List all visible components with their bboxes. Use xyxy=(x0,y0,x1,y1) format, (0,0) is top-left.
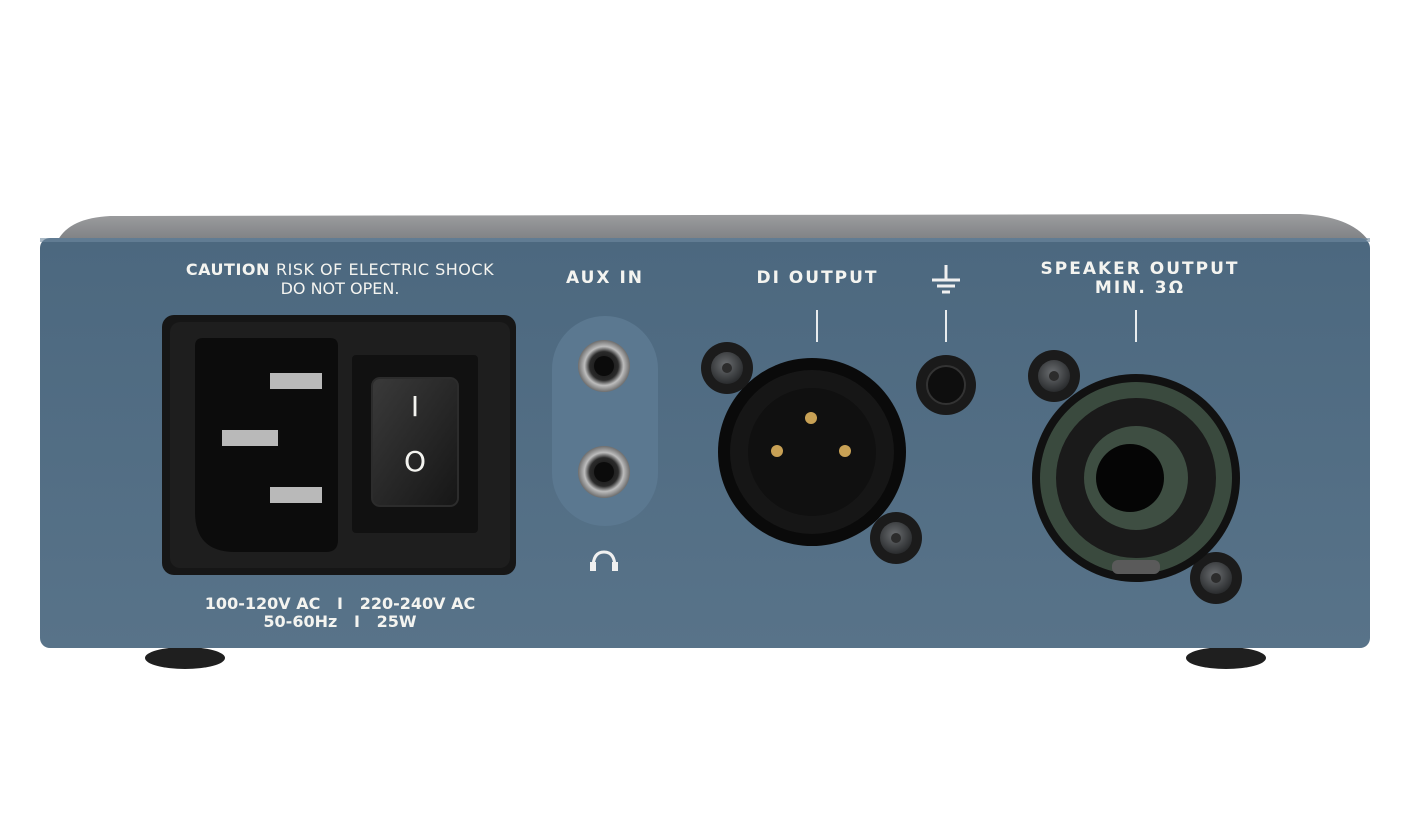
di-output-label: DI OUTPUT xyxy=(756,268,879,288)
aux-in-jack[interactable] xyxy=(578,340,630,392)
screw-speaker-top-icon xyxy=(1028,350,1080,402)
xlr-pin-2 xyxy=(771,445,783,457)
di-output-xlr[interactable] xyxy=(718,358,906,546)
caution-line-2: DO NOT OPEN. xyxy=(280,279,400,298)
power-rating-line-2: 50-60Hz I 25W xyxy=(263,612,417,631)
power-switch[interactable] xyxy=(371,377,459,507)
iec-pin-ground xyxy=(222,430,278,446)
iec-pin-top xyxy=(270,373,322,389)
di-output-tick xyxy=(816,310,818,342)
right-foot xyxy=(1186,647,1266,669)
ground-lift-button[interactable] xyxy=(916,355,976,415)
xlr-pin-3 xyxy=(839,445,851,457)
caution-label: CAUTION RISK OF ELECTRIC SHOCK xyxy=(150,262,530,278)
speaker-output-speakon[interactable] xyxy=(1032,374,1240,582)
switch-off-mark: O xyxy=(403,445,427,478)
aux-in-label: AUX IN xyxy=(565,268,645,288)
ground-tick xyxy=(945,310,947,342)
caution-word: CAUTION xyxy=(185,260,270,279)
speaker-output-tick xyxy=(1135,310,1137,342)
screw-xlr-top-icon xyxy=(701,342,753,394)
screw-xlr-bottom-icon xyxy=(870,512,922,564)
screw-speaker-bottom-icon xyxy=(1190,552,1242,604)
headphone-jack[interactable] xyxy=(578,446,630,498)
power-inlet-module xyxy=(162,315,516,575)
speaker-min-impedance: MIN. 3Ω xyxy=(1094,278,1186,298)
switch-on-mark: I xyxy=(410,390,420,423)
headphone-icon xyxy=(590,550,618,571)
left-foot xyxy=(145,647,225,669)
iec-pin-bottom xyxy=(270,487,322,503)
caution-warning: RISK OF ELECTRIC SHOCK xyxy=(275,260,495,279)
power-rating-line-1: 100-120V AC I 220-240V AC xyxy=(204,594,476,613)
chassis-top xyxy=(58,214,1368,240)
ground-icon xyxy=(932,265,960,294)
speaker-output-label: SPEAKER OUTPUT xyxy=(1040,259,1240,279)
xlr-pin-1 xyxy=(805,412,817,424)
